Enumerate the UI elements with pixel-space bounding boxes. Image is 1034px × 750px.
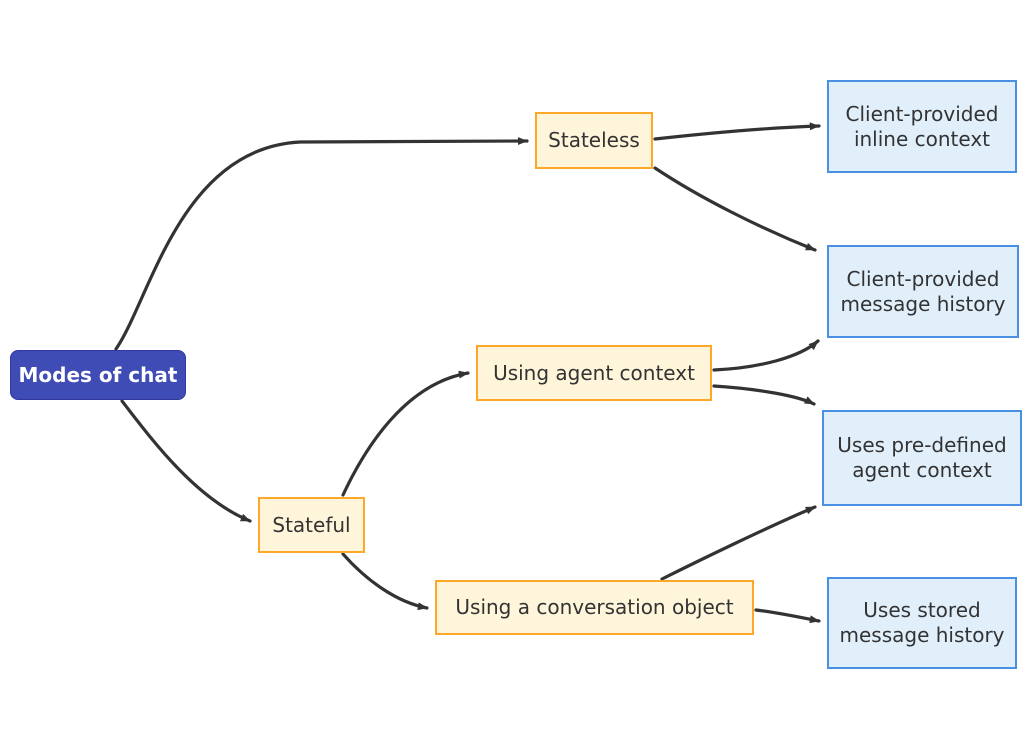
node-label-uses-pre-defined-agent-context: Uses pre-defined agent context bbox=[837, 433, 1007, 482]
node-label-client-provided-message-history: Client-provided message history bbox=[840, 266, 1006, 316]
node-modes-of-chat[interactable]: Modes of chat bbox=[10, 350, 186, 400]
node-label-modes-of-chat: Modes of chat bbox=[18, 362, 178, 387]
node-stateful[interactable]: Stateful bbox=[258, 497, 365, 553]
edge-root-to-stateless bbox=[114, 137, 529, 351]
edge-agent-context-to-message-history bbox=[712, 339, 820, 372]
node-label-using-agent-context: Using agent context bbox=[493, 360, 695, 385]
edge-stateless-to-message-history bbox=[653, 166, 817, 252]
edge-root-to-stateful bbox=[120, 399, 252, 523]
node-uses-stored-message-history[interactable]: Uses stored message history bbox=[827, 577, 1017, 669]
node-using-agent-context[interactable]: Using agent context bbox=[476, 345, 712, 401]
node-label-uses-stored-message-history: Uses stored message history bbox=[839, 598, 1005, 647]
node-label-using-a-conversation-object: Using a conversation object bbox=[455, 595, 734, 619]
node-uses-pre-defined-agent-context[interactable]: Uses pre-defined agent context bbox=[822, 410, 1022, 506]
edge-conversation-object-to-stored-message-history bbox=[754, 608, 821, 624]
node-stateless[interactable]: Stateless bbox=[535, 112, 653, 169]
edge-stateless-to-inline-context bbox=[653, 122, 821, 141]
node-using-a-conversation-object[interactable]: Using a conversation object bbox=[435, 580, 754, 635]
edge-stateful-to-agent-context bbox=[341, 370, 470, 497]
edge-agent-context-to-predefined-agent-context bbox=[712, 384, 816, 406]
node-client-provided-inline-context[interactable]: Client-provided inline context bbox=[827, 80, 1017, 173]
node-label-client-provided-inline-context: Client-provided inline context bbox=[845, 101, 999, 151]
node-client-provided-message-history[interactable]: Client-provided message history bbox=[827, 245, 1019, 338]
node-label-stateful: Stateful bbox=[272, 512, 351, 537]
edge-conversation-object-to-predefined-agent-context bbox=[660, 505, 817, 581]
edge-stateful-to-conversation-object bbox=[341, 552, 429, 611]
node-label-stateless: Stateless bbox=[548, 128, 640, 152]
